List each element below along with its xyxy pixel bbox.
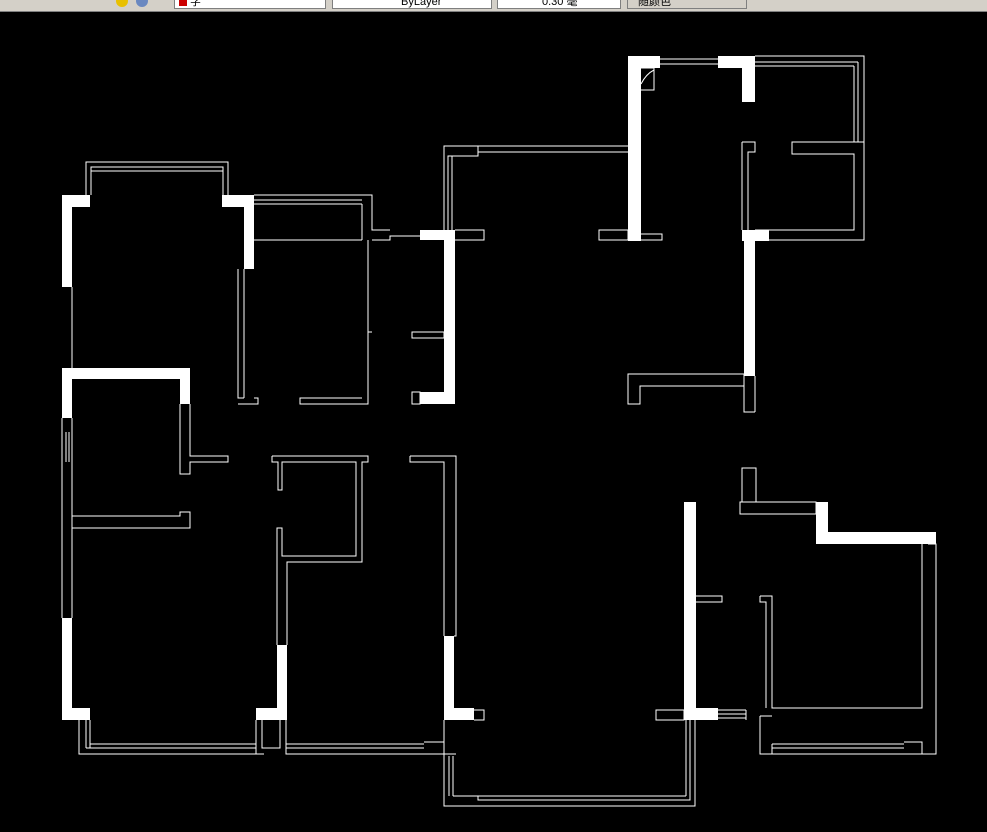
- structural-walls: [62, 56, 936, 720]
- color-dropdown[interactable]: ByLayer: [332, 0, 492, 9]
- properties-toolbar: 字 ByLayer 0.30 毫 随颜色: [0, 0, 987, 12]
- layer-dropdown-value: 字: [190, 0, 201, 8]
- layer-color-swatch: [179, 0, 187, 7]
- thin-lines: [61, 55, 937, 807]
- plotstyle-dropdown[interactable]: 随颜色: [627, 0, 747, 9]
- layer-state-icons[interactable]: [110, 0, 160, 9]
- lineweight-dropdown-value: 0.30 毫: [542, 0, 578, 8]
- lineweight-dropdown[interactable]: 0.30 毫: [497, 0, 621, 9]
- sun-icon[interactable]: [116, 0, 128, 7]
- drawing-canvas[interactable]: [0, 12, 987, 832]
- lock-icon[interactable]: [136, 0, 148, 7]
- floor-plan: [61, 55, 937, 807]
- layer-dropdown[interactable]: 字: [174, 0, 326, 9]
- color-dropdown-value: ByLayer: [401, 0, 442, 8]
- plotstyle-dropdown-value: 随颜色: [638, 0, 671, 8]
